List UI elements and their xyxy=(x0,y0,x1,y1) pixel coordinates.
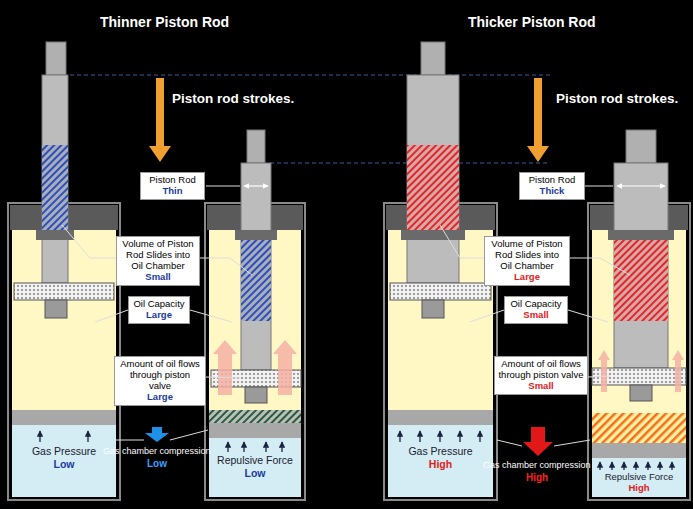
callout-heading: Repulsive Force xyxy=(594,471,684,482)
gas-chamber-band: Gas PressureHigh xyxy=(388,425,493,497)
compression-value: Low xyxy=(147,458,167,469)
callout-value: High xyxy=(390,458,491,471)
callout-value: Low xyxy=(14,458,114,471)
callout-heading: Oil Capacity xyxy=(132,299,186,310)
callout-heading: Piston Rod xyxy=(144,175,201,186)
callout-value: Small xyxy=(498,381,584,392)
callout-value: Thin xyxy=(144,186,201,197)
callout-box: Oil CapacityLarge xyxy=(128,296,190,324)
callout-heading: Volume of Piston Rod Slides into Oil Cha… xyxy=(120,239,196,272)
callout-heading: Amount of oil flows through piston valve xyxy=(118,359,202,392)
panel-title: Thinner Piston Rod xyxy=(100,14,229,30)
callout-heading: Amount of oil flows through piston valve xyxy=(498,359,584,381)
callout-value: Small xyxy=(508,310,564,321)
callout-box: Piston RodThin xyxy=(140,172,205,200)
callout-value: Large xyxy=(132,310,186,321)
panel-title: Thicker Piston Rod xyxy=(468,14,596,30)
callout-value: Large xyxy=(488,272,566,283)
callout-value: Small xyxy=(120,272,196,283)
compression-label: Gas chamber compression xyxy=(103,446,211,456)
callout-value: High xyxy=(594,482,684,493)
callout-heading: Oil Capacity xyxy=(508,299,564,310)
callout-box: Piston RodThick xyxy=(519,172,585,200)
stroke-label: Piston rod strokes. xyxy=(556,91,678,106)
callout-box: Volume of Piston Rod Slides into Oil Cha… xyxy=(116,236,200,286)
callout-heading: Gas Pressure xyxy=(14,445,114,458)
callout-value: Thick xyxy=(523,186,581,197)
callout-heading: Repulsive Force xyxy=(211,454,299,467)
callout-box: Oil CapacitySmall xyxy=(504,296,568,324)
callout-heading: Gas Pressure xyxy=(390,445,491,458)
stroke-label: Piston rod strokes. xyxy=(172,91,294,106)
callout-value: Large xyxy=(118,392,202,403)
gas-chamber-band: Gas PressureLow xyxy=(12,425,116,497)
gas-chamber-band: Repulsive ForceLow xyxy=(209,438,301,497)
callout-value: Low xyxy=(211,467,299,480)
compression-label: Gas chamber compression xyxy=(483,460,591,470)
callout-box: Amount of oil flows through piston valve… xyxy=(114,356,206,406)
callout-box: Amount of oil flows through piston valve… xyxy=(494,356,588,395)
compression-value: High xyxy=(526,472,548,483)
gas-chamber-band: Repulsive ForceHigh xyxy=(592,458,686,497)
callout-heading: Piston Rod xyxy=(523,175,581,186)
callout-heading: Volume of Piston Rod Slides into Oil Cha… xyxy=(488,239,566,272)
callout-box: Volume of Piston Rod Slides into Oil Cha… xyxy=(484,236,570,286)
